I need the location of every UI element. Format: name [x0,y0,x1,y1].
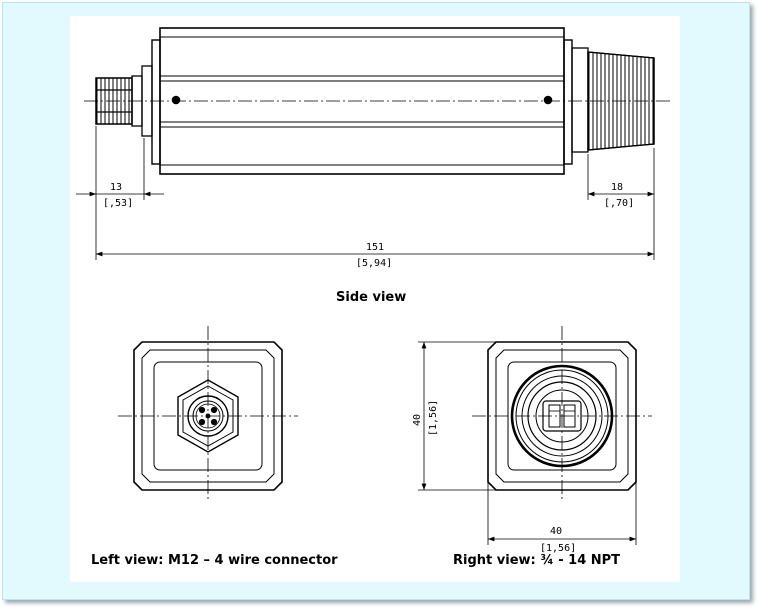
dim-right-inch: [,70] [604,198,634,209]
side-dimensions [76,126,655,260]
dim-height-mm: 40 [412,414,423,426]
pin-3 [198,418,206,426]
sensor-body [151,27,573,175]
npt-thread-face [510,364,614,468]
left-housing [133,341,283,491]
dim-right-mm: 18 [611,182,623,193]
dim-total-mm: 151 [366,242,384,253]
dim-left-mm: 13 [110,182,122,193]
pin-4 [210,418,218,426]
pin-2 [210,406,218,414]
dim-width-mm: 40 [550,526,562,537]
side-view-caption: Side view [336,290,406,305]
left-view-caption: Left view: M12 – 4 wire connector [91,553,338,568]
dim-left-inch: [,53] [103,198,133,209]
pin-center [205,413,211,419]
screw-left [171,95,181,105]
right-dimensions [418,341,637,545]
screw-right [543,95,553,105]
right-housing [487,341,637,491]
dim-height-inch: [1,56] [428,400,439,436]
pin-1 [198,406,206,414]
drawing-sheet [70,16,680,582]
m12-connector-face [177,379,239,453]
right-view-caption: Right view: ¾ - 14 NPT [453,553,620,568]
left-view: Left view: M12 – 4 wire connector [91,326,338,568]
dim-width-inch: [1,56] [540,543,576,554]
side-view: 13 [,53] 18 [,70] 151 [5,94] Side view [76,27,670,305]
right-view: 40 [1,56] 40 [1,56] Right view: ¾ - 14 N… [412,326,652,568]
dim-total-inch: [5,94] [356,258,392,269]
npt-thread-side [571,47,655,153]
